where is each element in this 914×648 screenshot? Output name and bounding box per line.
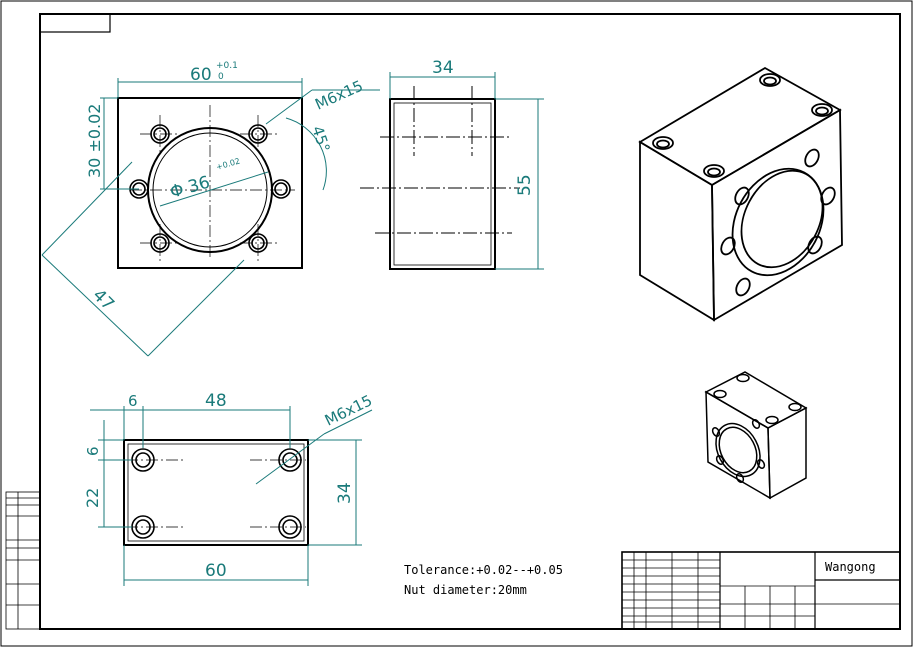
side-view-inner (393, 102, 492, 266)
bottom-bolt-holes (131, 448, 302, 539)
bottom-spacing-dim-v: 22 (83, 488, 102, 508)
tolerance-note: Tolerance:+0.02--+0.05 (404, 563, 563, 577)
bottom-edge-dim-v: 6 (84, 446, 102, 456)
bottom-thread-callout: M6x15 (322, 391, 375, 429)
bottom-dimension-lines (90, 406, 373, 586)
nut-diameter-note: Nut diameter:20mm (404, 583, 527, 597)
front-angle-dim: 45° (308, 124, 333, 155)
side-dimension-lines (389, 72, 544, 270)
front-thread-callout: M6x15 (312, 77, 365, 114)
bottom-spacing-dim: 48 (205, 391, 227, 411)
front-width-tol-upper: +0.1 (216, 61, 238, 71)
side-view-outline (389, 98, 496, 270)
front-width-tol-lower: 0 (218, 72, 224, 82)
isometric-view-large (638, 66, 843, 322)
bottom-width-dim: 60 (205, 561, 227, 581)
front-diagonal-dim: 47 (88, 285, 117, 314)
bottom-height-dim: 34 (335, 482, 355, 504)
front-view: 60 +0.1 0 30 ±0.02 Φ 36 +0.02 M6x15 45° … (41, 61, 380, 357)
side-height-dim: 55 (515, 174, 535, 196)
bottom-view: 6 48 M6x15 6 22 34 60 (83, 391, 375, 586)
side-hidden-lines (360, 86, 520, 234)
front-width-dim: 60 (190, 65, 212, 85)
bottom-view-inner (127, 443, 305, 542)
revision-strip (5, 491, 41, 630)
bottom-view-outline (123, 439, 309, 546)
corner-label-box (39, 13, 111, 33)
front-height-dim: 30 ±0.02 (85, 104, 104, 178)
isometric-view-small (704, 371, 808, 500)
bottom-edge-dim: 6 (128, 392, 138, 410)
company-name: Wangong (825, 560, 876, 574)
side-view: 34 55 (360, 58, 544, 270)
front-bore-dim: Φ 36 (168, 172, 212, 202)
side-width-dim: 34 (432, 58, 454, 78)
title-block (621, 551, 901, 630)
front-bore-tol: +0.02 (215, 157, 241, 172)
front-dimension-lines (41, 78, 380, 357)
bottom-center-lines (126, 459, 306, 528)
sheet-inner-frame (39, 13, 901, 630)
front-center-lines (130, 105, 295, 262)
front-view-outline (117, 97, 303, 269)
